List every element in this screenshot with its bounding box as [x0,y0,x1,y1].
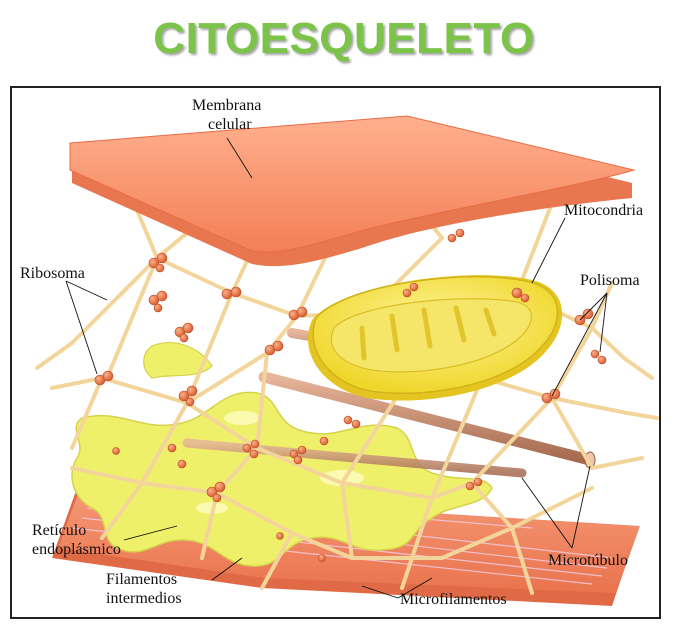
label-microfilamentos: Microfilamentos [400,591,507,608]
label-reticulo-line2: endoplásmico [32,541,121,558]
label-membrana-line1: Membrana [192,97,261,114]
label-filamentos-line2: intermedios [106,590,182,607]
label-membrana-line2: celular [208,116,252,133]
label-ribosoma: Ribosoma [20,265,85,282]
label-mitocondria: Mitocondria [564,202,643,219]
ribosomes [94,228,607,562]
label-filamentos-line1: Filamentos [106,571,177,588]
label-microtubulo: Microtúbulo [548,552,628,569]
cytoskeleton-diagram: Membrana celular Mitocondria Ribosoma Po… [20,97,659,608]
label-polisoma: Polisoma [580,272,640,289]
mitochondria [308,275,563,401]
diagram-frame: Membrana celular Mitocondria Ribosoma Po… [10,86,661,619]
leader-lines [65,137,608,599]
label-reticulo-line1: Retículo [32,522,86,539]
top-membrane [69,115,636,267]
endoplasmic-reticulum [71,342,493,567]
page-title: CITOESQUELETO [153,14,535,63]
